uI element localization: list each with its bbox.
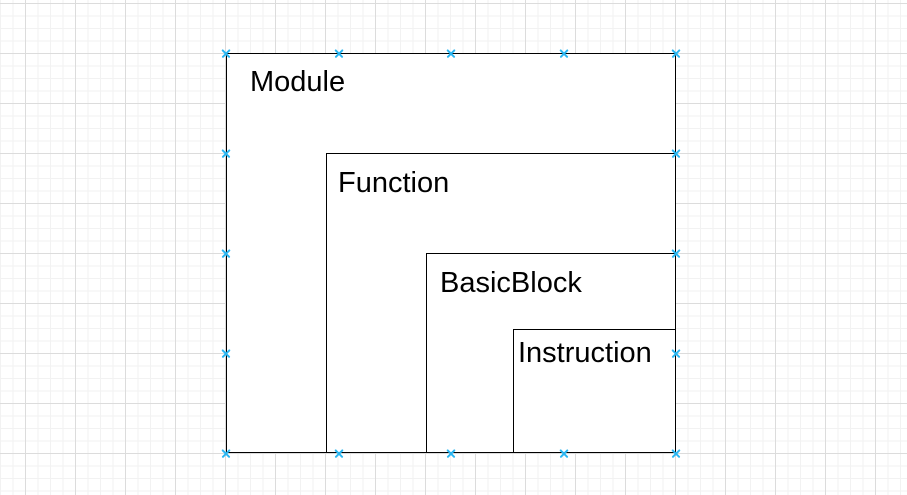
basicblock-label: BasicBlock [440,267,582,299]
instruction-label: Instruction [518,337,652,369]
connection-point-icon[interactable] [447,449,456,458]
connection-point-icon[interactable] [222,149,231,158]
connection-point-icon[interactable] [672,149,681,158]
connection-point-icon[interactable] [447,49,456,58]
connection-point-icon[interactable] [672,349,681,358]
connection-point-icon[interactable] [334,449,343,458]
connection-point-icon[interactable] [672,249,681,258]
function-label: Function [338,167,450,199]
connection-point-icon[interactable] [334,49,343,58]
module-label: Module [250,66,346,98]
shape-instruction[interactable]: Instruction [513,329,676,453]
connection-point-icon[interactable] [222,449,231,458]
connection-point-icon[interactable] [222,349,231,358]
connection-point-icon[interactable] [559,49,568,58]
connection-point-icon[interactable] [222,49,231,58]
connection-point-icon[interactable] [222,249,231,258]
connection-point-icon[interactable] [559,449,568,458]
connection-point-icon[interactable] [672,449,681,458]
connection-point-icon[interactable] [672,49,681,58]
